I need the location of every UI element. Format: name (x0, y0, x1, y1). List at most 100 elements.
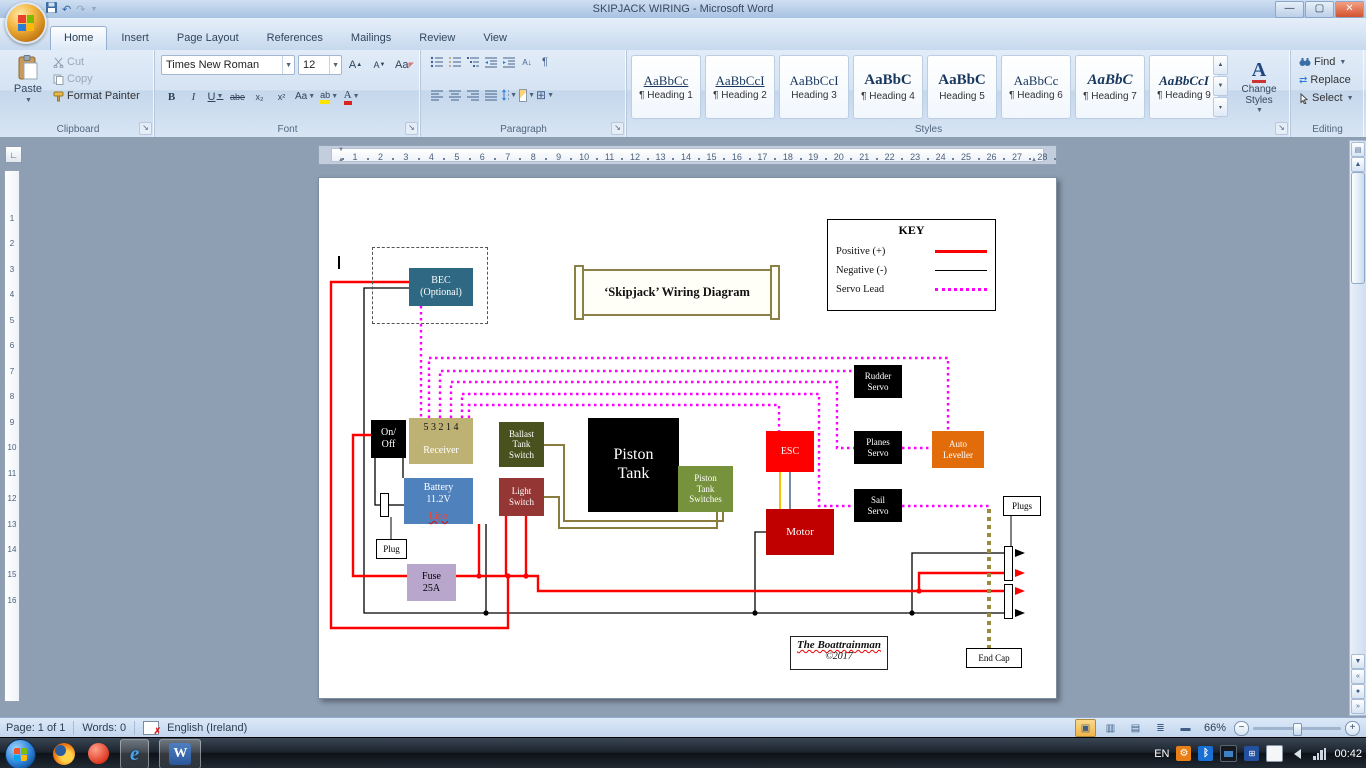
maximize-button[interactable]: ▢ (1305, 1, 1334, 18)
office-button[interactable] (5, 2, 47, 44)
font-dialog-launcher[interactable]: ↘ (405, 122, 418, 135)
firefox-icon[interactable] (52, 742, 76, 766)
gallery-down-icon[interactable]: ▼ (1213, 76, 1228, 96)
style-card-2[interactable]: AaBbCcI¶ Heading 2 (705, 55, 775, 119)
justify-icon[interactable] (483, 88, 499, 102)
style-card-6[interactable]: AaBbCc¶ Heading 6 (1001, 55, 1071, 119)
tray-app-icon[interactable]: ⚙ (1176, 746, 1191, 761)
replace-button[interactable]: ⇄ Replace (1296, 73, 1357, 87)
align-right-icon[interactable] (465, 88, 481, 102)
font-size-combo[interactable]: 12 ▼ (298, 55, 342, 75)
tab-stop-selector[interactable]: ∟ (5, 146, 22, 163)
close-button[interactable]: ✕ (1335, 1, 1364, 18)
next-page-button[interactable]: » (1351, 699, 1365, 714)
diagram-box-ballast-tank-switch[interactable]: Ballast Tank Switch (499, 422, 544, 467)
word-count[interactable]: Words: 0 (82, 722, 126, 734)
cut-button[interactable]: Cut (50, 55, 143, 69)
display-icon[interactable] (1220, 745, 1237, 762)
vertical-scrollbar[interactable]: ▤ ▲ ▼ « ● » (1349, 140, 1366, 716)
wire-positive-main-rail[interactable] (456, 576, 1004, 591)
full-screen-reading-view-button[interactable]: ▥ (1100, 719, 1121, 737)
tab-mailings[interactable]: Mailings (337, 26, 405, 50)
scrollbar-thumb[interactable] (1351, 172, 1365, 284)
diagram-box-auto-leveller[interactable]: Auto Leveller (932, 431, 984, 468)
styles-dialog-launcher[interactable]: ↘ (1275, 122, 1288, 135)
page-indicator[interactable]: Page: 1 of 1 (6, 722, 65, 734)
clear-formatting-button[interactable]: Aa◤ (393, 57, 416, 74)
scroll-up-icon[interactable]: ▲ (1351, 157, 1365, 172)
line-spacing-icon[interactable]: ▼ (501, 88, 517, 102)
word-taskbar-button[interactable]: W (159, 739, 201, 768)
font-family-dropdown-icon[interactable]: ▼ (282, 56, 294, 74)
find-button[interactable]: Find▼ (1296, 55, 1357, 69)
style-card-4[interactable]: AaBbC¶ Heading 4 (853, 55, 923, 119)
diagram-box-receiver-name[interactable]: Receiver (409, 438, 473, 464)
diagram-box-bec[interactable]: BEC (Optional) (409, 268, 473, 306)
style-card-7[interactable]: AaBbC¶ Heading 7 (1075, 55, 1145, 119)
tab-home[interactable]: Home (50, 26, 107, 50)
previous-page-button[interactable]: « (1351, 669, 1365, 684)
diagram-box-rudder-servo[interactable]: Rudder Servo (854, 365, 902, 398)
superscript-button[interactable]: x² (271, 88, 292, 105)
diagram-box-piston-tank-switches[interactable]: Piston Tank Switches (678, 466, 733, 512)
redo-icon[interactable]: ↷ (76, 3, 85, 16)
wire-negative-motor[interactable] (755, 532, 766, 613)
internet-explorer-taskbar-button[interactable]: e (120, 739, 149, 768)
font-size-dropdown-icon[interactable]: ▼ (329, 56, 341, 74)
print-layout-view-button[interactable]: ▣ (1075, 719, 1096, 737)
zoom-slider[interactable] (1253, 727, 1341, 730)
diagram-box-connector-1[interactable] (1004, 546, 1013, 581)
diagram-title-banner[interactable]: ‘Skipjack’ Wiring Diagram (576, 269, 778, 316)
align-center-icon[interactable] (447, 88, 463, 102)
font-family-combo[interactable]: Times New Roman ▼ (161, 55, 295, 75)
diagram-box-connector-2[interactable] (1004, 584, 1013, 619)
language-indicator[interactable]: English (Ireland) (167, 722, 247, 734)
diagram-box-end-cap[interactable]: End Cap (966, 648, 1022, 668)
grid-app-icon[interactable]: ⊞ (1244, 746, 1259, 761)
diagram-key[interactable]: KEY Positive (+)Negative (-)Servo Lead (827, 219, 996, 311)
paste-button[interactable]: Paste ▼ (8, 54, 48, 120)
italic-button[interactable]: I (183, 88, 204, 105)
diagram-box-piston-tank[interactable]: Piston Tank (588, 418, 679, 512)
style-card-1[interactable]: AaBbCc¶ Heading 1 (631, 55, 701, 119)
change-styles-button[interactable]: A Change Styles ▼ (1233, 54, 1285, 120)
subscript-button[interactable]: x₂ (249, 88, 270, 105)
copy-button[interactable]: Copy (50, 72, 143, 86)
format-painter-button[interactable]: Format Painter (50, 89, 143, 103)
select-browse-object-button[interactable]: ● (1351, 684, 1365, 699)
ruler-toggle-button[interactable]: ▤ (1351, 142, 1365, 157)
diagram-box-on-off[interactable]: On/ Off (371, 420, 406, 458)
underline-button[interactable]: U▼ (205, 88, 226, 105)
diagram-box-esc[interactable]: ESC (766, 431, 814, 472)
gallery-expand-icon[interactable]: ▾ (1213, 97, 1228, 117)
tab-insert[interactable]: Insert (107, 26, 163, 50)
show-hide-pilcrow-icon[interactable]: ¶ (537, 55, 553, 69)
gallery-up-icon[interactable]: ▲ (1213, 55, 1228, 75)
diagram-box-battery-lipo[interactable]: Lipo (404, 510, 473, 524)
diagram-box-plug-label[interactable]: Plug (376, 539, 407, 559)
outline-view-button[interactable]: ≣ (1150, 719, 1171, 737)
document-page[interactable]: ‘Skipjack’ Wiring Diagram KEY Positive (… (318, 177, 1057, 699)
wire-servo-rudder[interactable] (440, 371, 854, 418)
style-card-8[interactable]: AaBbCcI¶ Heading 9 (1149, 55, 1219, 119)
diagram-box-light-switch[interactable]: Light Switch (499, 478, 544, 516)
numbering-icon[interactable] (447, 55, 463, 69)
tab-references[interactable]: References (253, 26, 337, 50)
draft-view-button[interactable]: ▬ (1175, 719, 1196, 737)
zoom-out-button[interactable]: − (1234, 721, 1249, 736)
bold-button[interactable]: B (161, 88, 182, 105)
style-card-5[interactable]: AaBbCHeading 5 (927, 55, 997, 119)
increase-indent-icon[interactable] (501, 55, 517, 69)
diagram-box-fuse[interactable]: Fuse 25A (407, 564, 456, 601)
zoom-in-button[interactable]: + (1345, 721, 1360, 736)
tab-page-layout[interactable]: Page Layout (163, 26, 253, 50)
strikethrough-button[interactable]: abe (227, 88, 248, 105)
zoom-level[interactable]: 66% (1204, 722, 1226, 734)
scroll-down-icon[interactable]: ▼ (1351, 654, 1365, 669)
diagram-box-battery[interactable]: Battery 11.2V (404, 478, 473, 510)
zoom-slider-thumb[interactable] (1293, 723, 1302, 736)
decrease-indent-icon[interactable] (483, 55, 499, 69)
undo-icon[interactable]: ↶ (62, 3, 71, 16)
horizontal-ruler[interactable]: 1234567891011121314151617181920212223242… (318, 145, 1057, 165)
right-indent-marker[interactable]: ▲ (1031, 157, 1037, 163)
